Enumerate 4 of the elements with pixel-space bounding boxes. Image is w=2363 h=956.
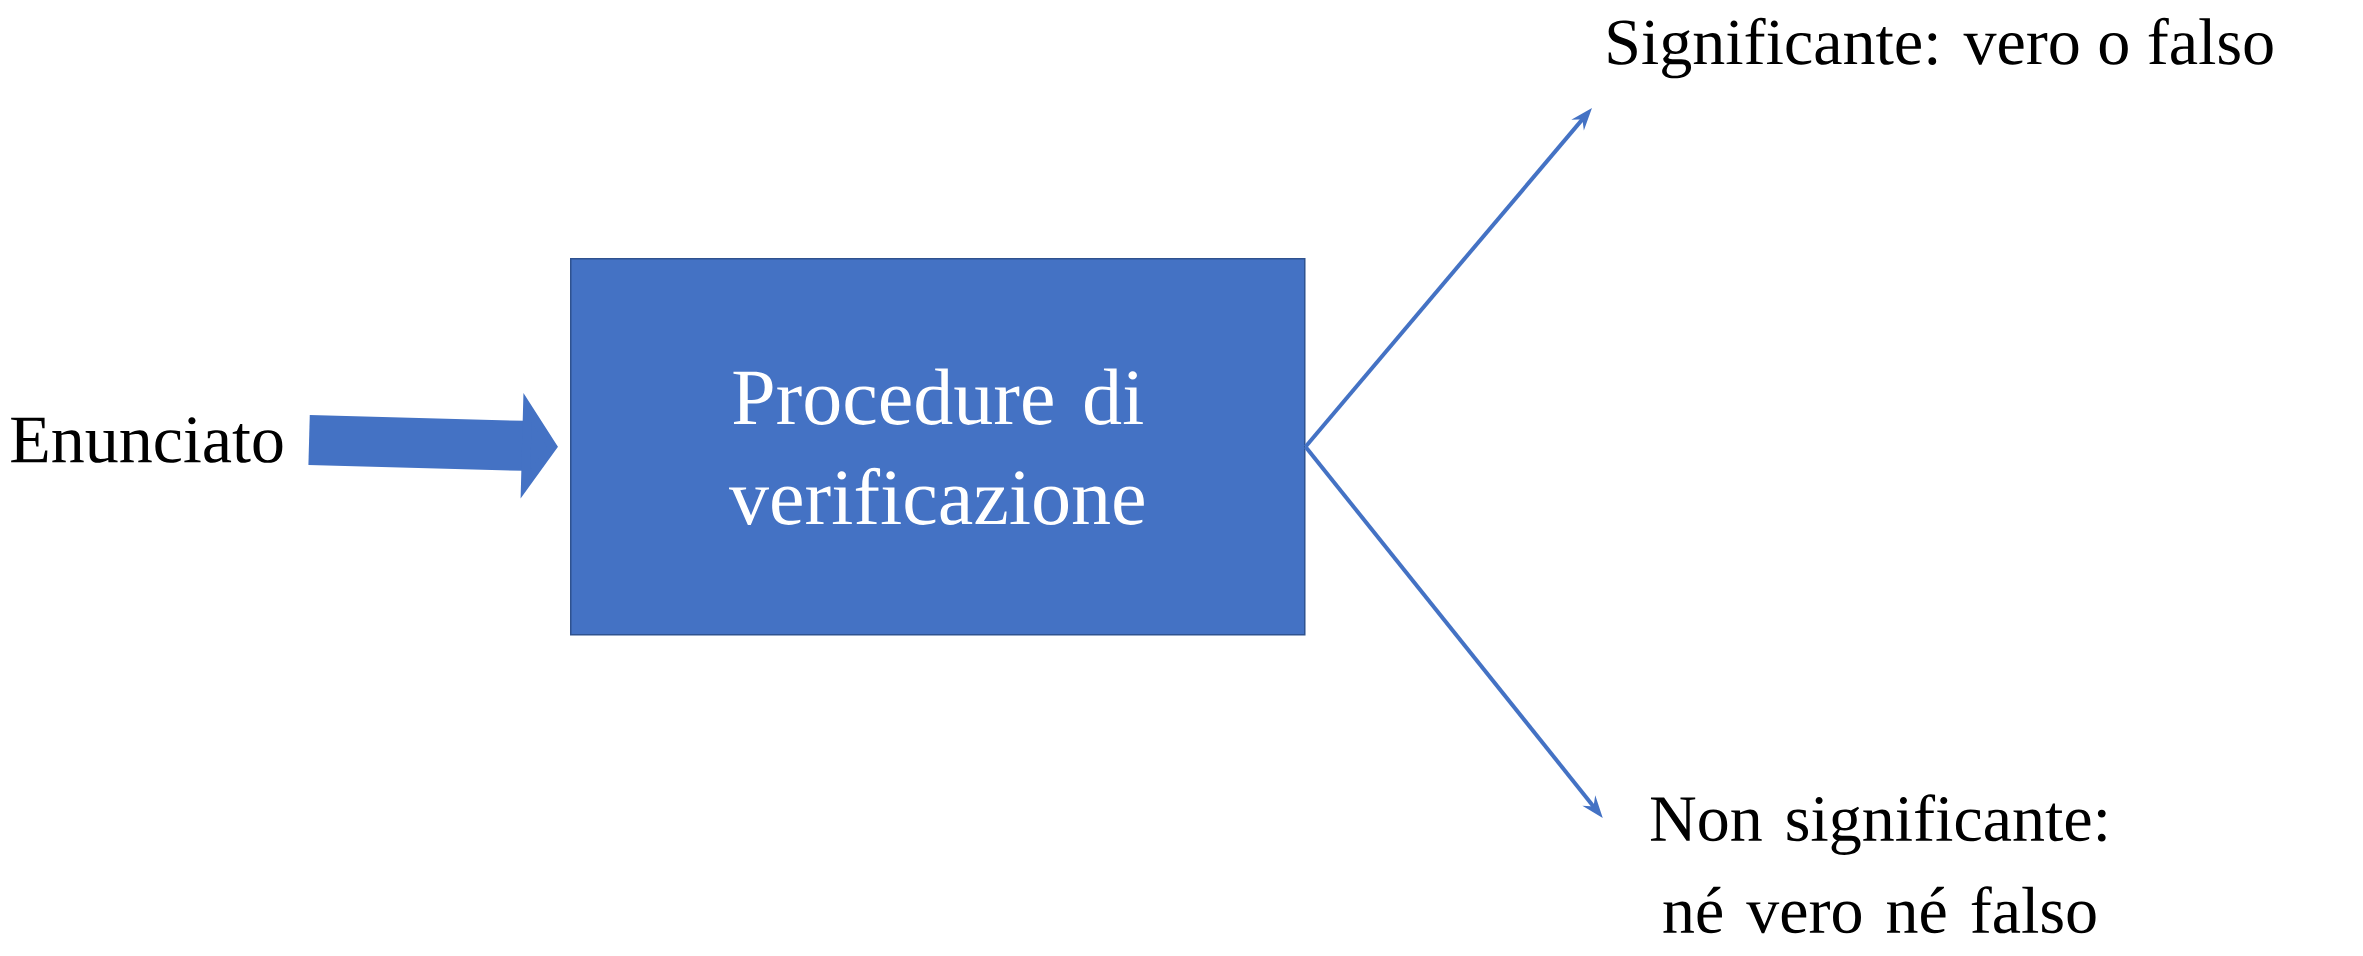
outcome-label: Non significante: né vero né falso [1650,794,2106,934]
process-box: Procedure di verificazione [570,258,1306,636]
outcome-label: Significante: vero o falso [1608,17,2273,79]
label-text: Enunciato [11,417,283,463]
